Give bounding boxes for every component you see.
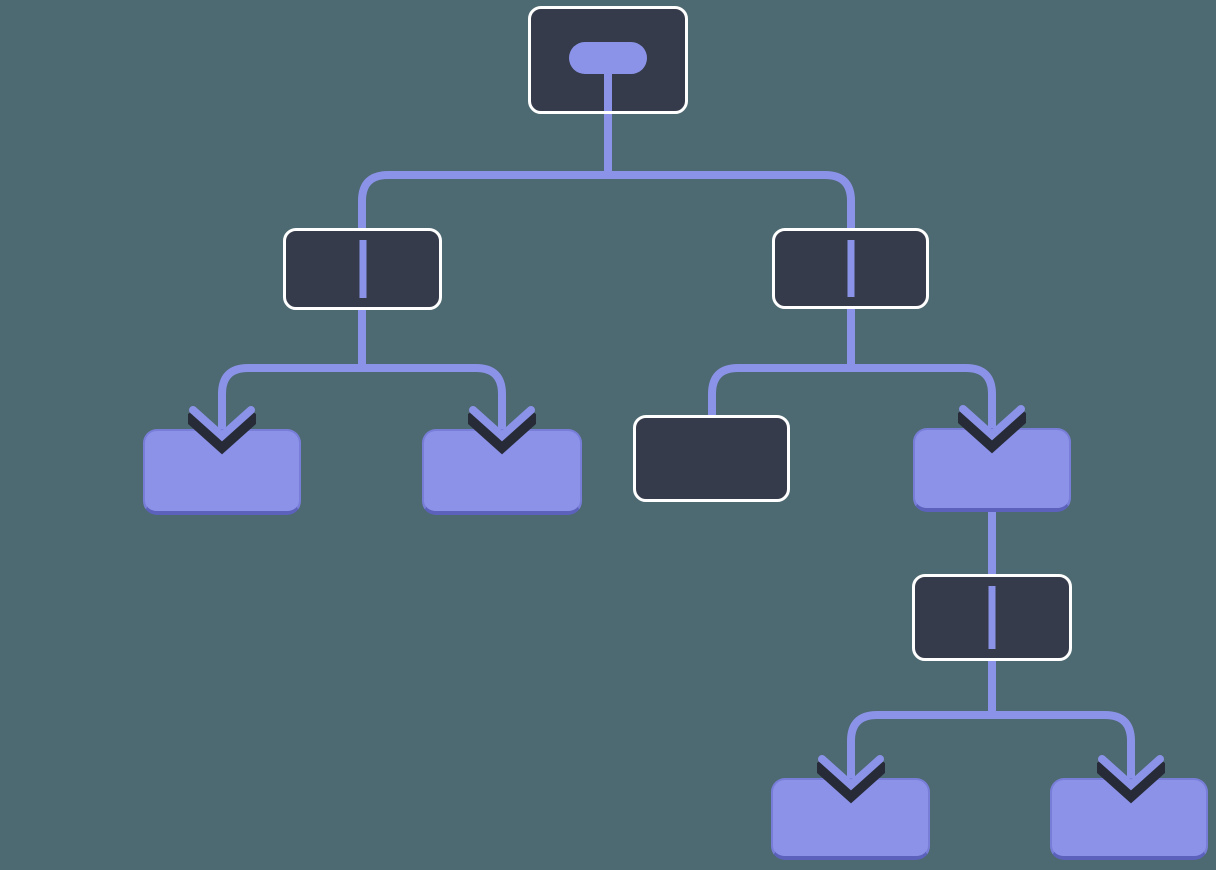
pill-stem — [604, 67, 612, 111]
plain-dark-node[interactable] — [633, 415, 790, 502]
pass-through-line — [847, 240, 854, 297]
edge-split-left — [218, 364, 506, 442]
arrow-down-icon — [817, 755, 885, 804]
edge-split-bottom — [847, 711, 1135, 788]
branch-node-left[interactable] — [283, 228, 442, 310]
edge-split-right — [708, 364, 996, 440]
edge-split-level1 — [358, 171, 855, 228]
pass-through-line — [359, 240, 366, 298]
pass-through-line — [988, 586, 996, 649]
arrow-down-icon — [468, 406, 536, 455]
branch-node-bottom[interactable] — [912, 574, 1072, 661]
branch-node-right[interactable] — [772, 228, 929, 309]
arrow-down-icon — [1097, 755, 1165, 804]
root-node[interactable] — [528, 6, 688, 114]
arrow-down-icon — [958, 405, 1026, 454]
arrow-down-icon — [188, 406, 256, 455]
